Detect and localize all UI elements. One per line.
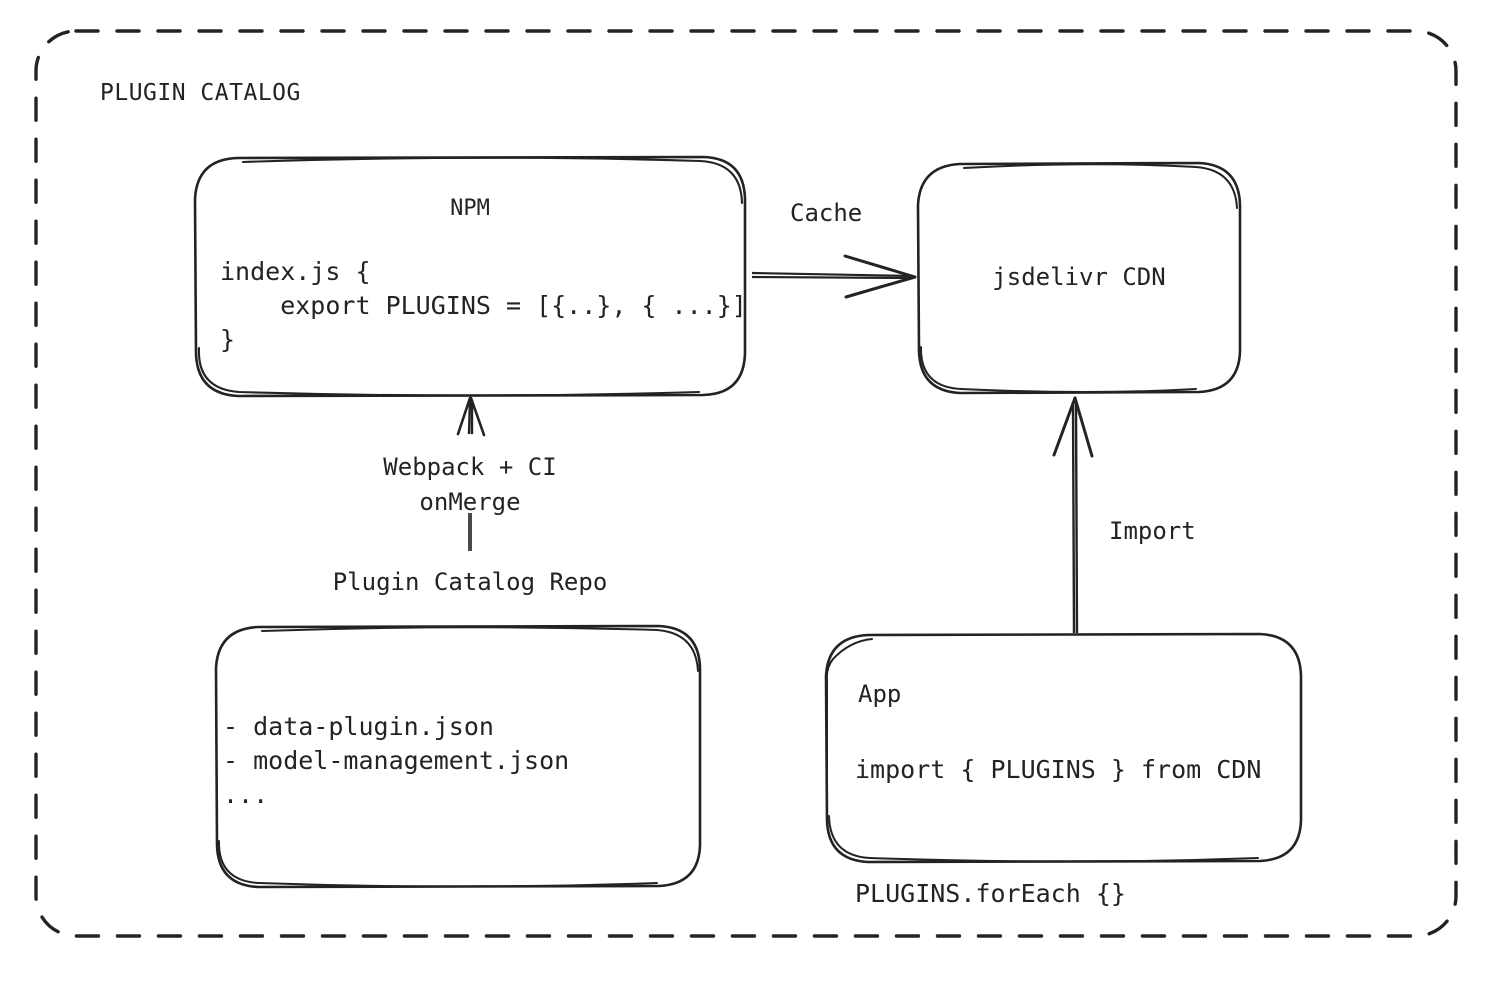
cache-arrow bbox=[751, 254, 917, 299]
page-title: PLUGIN CATALOG bbox=[100, 80, 301, 106]
npm-node-title: NPM bbox=[450, 196, 490, 221]
import-edge-label: Import bbox=[1109, 517, 1196, 545]
app-node-title: App bbox=[858, 680, 902, 708]
build-edge-label: Webpack + CI onMerge bbox=[383, 453, 557, 516]
app-node-code: import { PLUGINS } from CDN PLUGINS.forE… bbox=[855, 755, 1262, 908]
cdn-node-title: jsdelivr CDN bbox=[992, 263, 1166, 291]
cache-edge-label: Cache bbox=[790, 199, 863, 227]
repo-node-file-list: - data-plugin.json - model-management.js… bbox=[223, 712, 570, 809]
repo-node-label: Plugin Catalog Repo bbox=[332, 568, 608, 596]
npm-node-code: index.js { export PLUGINS = [{..}, { ...… bbox=[220, 257, 747, 354]
import-arrow bbox=[1052, 396, 1094, 634]
